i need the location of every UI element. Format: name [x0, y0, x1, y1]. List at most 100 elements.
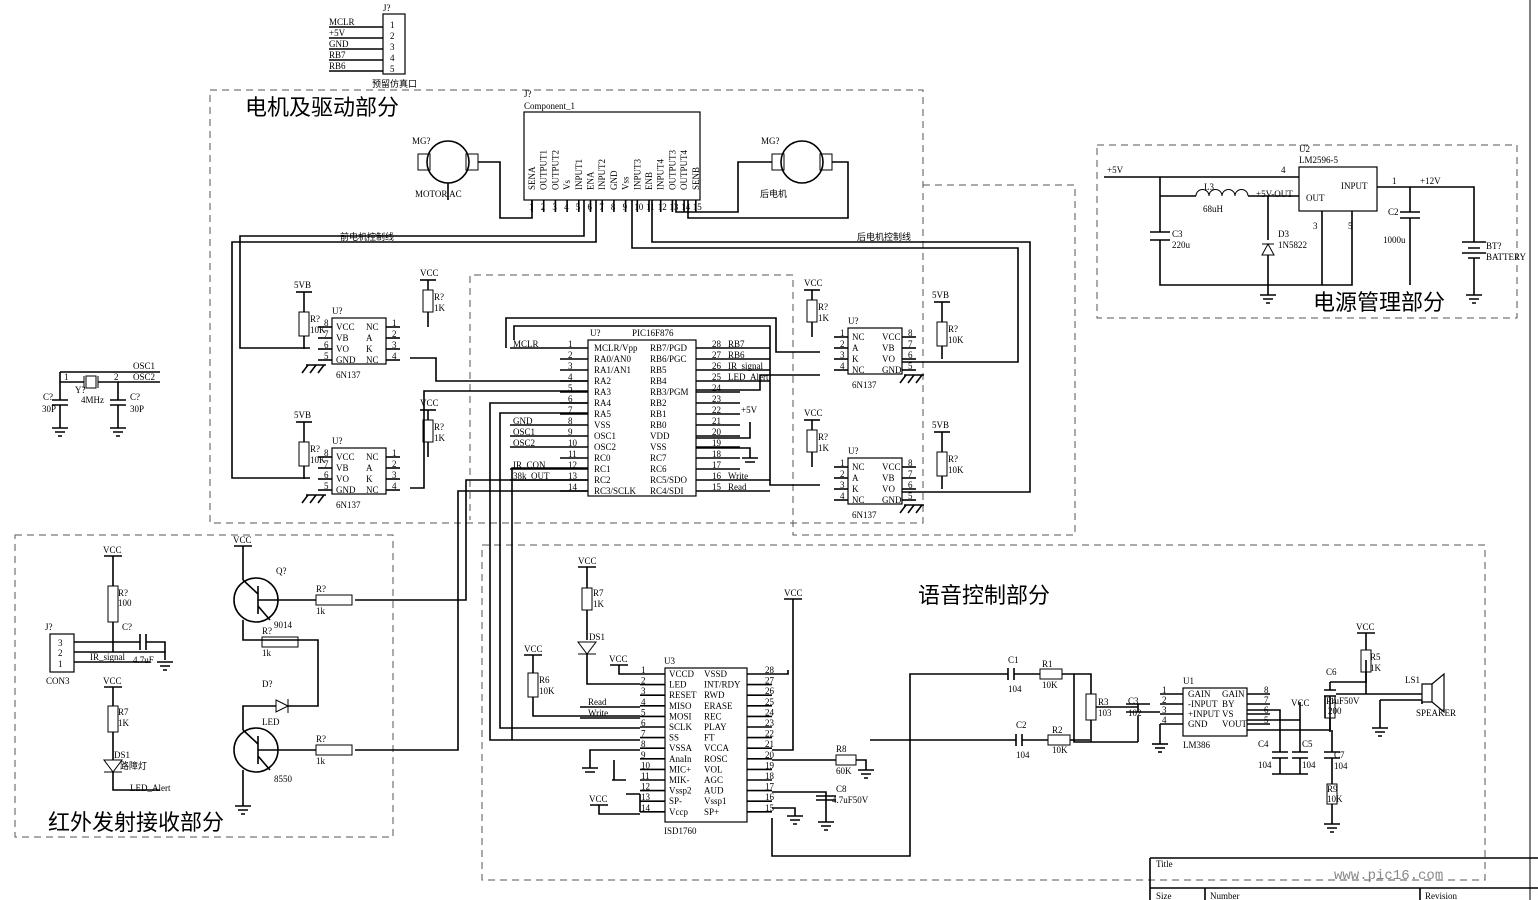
- voice-vcc4: VCC: [589, 794, 608, 804]
- opto-pin-l: VB: [336, 333, 349, 343]
- isd-num-r: 19: [765, 760, 775, 770]
- voice-c4-ref: C4: [1258, 739, 1269, 749]
- voice-ds1: DS1: [589, 632, 605, 642]
- voice-r3-val: 103: [1098, 708, 1112, 718]
- mcu-pin-l: OSC1: [594, 431, 616, 441]
- ir-vcc2: VCC: [103, 676, 122, 686]
- voice-c3-val: 102: [1128, 708, 1142, 718]
- ir-section: VCC R? 100 C? 4.7uF J? 3 2 1 CON3 IR_sig…: [45, 535, 353, 815]
- voice-r1-ref: R1: [1042, 659, 1053, 669]
- front-motor-ref: MG?: [412, 136, 431, 146]
- opto-pin-l: VCC: [336, 452, 355, 462]
- mcu-num-l: 2: [568, 350, 573, 360]
- mcu-pin-l: RA5: [594, 409, 612, 419]
- driver-pin-label: Vs: [562, 180, 572, 190]
- isd-pin-r: REC: [704, 711, 722, 721]
- title-block-revision: Revision: [1425, 891, 1458, 900]
- voice-section-border: [481, 544, 1486, 881]
- isd-pin-l: LED: [669, 680, 687, 690]
- mcu-pin-l: RA1/AN1: [594, 365, 631, 375]
- isd-num-l: 1: [641, 665, 646, 675]
- mcu-pin-r: RB7/PGD: [650, 343, 688, 353]
- power-c2-ref: C2: [1388, 207, 1399, 217]
- voice-r5-ref: R5: [1370, 652, 1381, 662]
- opto-num-l: 1: [840, 458, 845, 468]
- voice-ic-body: [664, 667, 748, 823]
- amp-pin-l: +INPUT: [1188, 709, 1220, 719]
- isd-pin-l: SS: [669, 733, 679, 743]
- power-c2-val: 1000u: [1383, 235, 1406, 245]
- title-block-size: Size: [1156, 891, 1172, 900]
- header-pin: 4: [390, 53, 395, 63]
- opto-r2-val: 1K: [434, 303, 446, 313]
- header-pin: 2: [390, 31, 395, 41]
- mcu-num-r: 16: [712, 471, 722, 481]
- isd-num-r: 22: [765, 729, 774, 739]
- driver-pin-label: ENA: [586, 171, 596, 190]
- isd-num-l: 13: [641, 792, 651, 802]
- opto-num-r: 5: [908, 491, 913, 501]
- isd-pin-l: MISO: [669, 701, 692, 711]
- mcu-pin-l: RA3: [594, 387, 612, 397]
- mcu-net-r: RB7: [728, 339, 745, 349]
- driver-name: Component_1: [524, 101, 575, 111]
- mcu-pin-r: RC6: [650, 464, 667, 474]
- rear-motor-label: 后电机: [760, 188, 787, 200]
- header-net: +5V: [329, 28, 346, 38]
- opto-num-l: 1: [840, 328, 845, 338]
- driver-pin-label: OUTPUT2: [550, 150, 560, 190]
- opto-num-l: 8: [324, 448, 329, 458]
- power-pin4: 4: [1281, 165, 1286, 175]
- opto-num-l: 4: [840, 361, 845, 371]
- driver-pin-label: INPUT4: [656, 159, 666, 190]
- opto-pin-r: VCC: [882, 462, 901, 472]
- isd-num-l: 4: [641, 697, 646, 707]
- ir-r7-val: 1K: [118, 718, 130, 728]
- amp-num-l: 2: [1162, 695, 1167, 705]
- power-out: +12V: [1420, 176, 1441, 186]
- voice-r4-ref: R4: [1326, 696, 1337, 706]
- isd-pin-r: INT/RDY: [704, 680, 741, 690]
- opto-pin-r: NC: [366, 485, 379, 495]
- mcu-num-r: 21: [712, 416, 721, 426]
- voice-vcc1: VCC: [578, 556, 597, 566]
- motor-section-border: [209, 89, 924, 524]
- opto-num-l: 6: [324, 470, 329, 480]
- isd-num-l: 8: [641, 739, 646, 749]
- opto-num-l: 8: [324, 318, 329, 328]
- power-ic-input: INPUT: [1341, 181, 1368, 191]
- opto-name: 6N137: [336, 500, 361, 510]
- mcu-num-r: 20: [712, 427, 722, 437]
- power-ic-ref: U2: [1299, 144, 1310, 154]
- opto-num-r: 1: [392, 448, 397, 458]
- mcu-pin-r: RB6/PGC: [650, 354, 687, 364]
- opto-num-r: 3: [392, 340, 397, 350]
- opto-r-val: 10K: [948, 465, 964, 475]
- voice-r2-ref: R2: [1052, 725, 1063, 735]
- ir-conn-p1: 1: [58, 659, 63, 669]
- osc-pin1: 1: [64, 372, 69, 382]
- power-5vout: +5V-OUT: [1256, 189, 1293, 199]
- mcu-net-r: Write: [728, 471, 748, 481]
- opto-num-r: 3: [392, 470, 397, 480]
- isd-pin-l: VSSA: [669, 743, 693, 753]
- motor-driver: J? Component_1 SENA1OUTPUT12OUTPUT23Vs4I…: [231, 89, 1031, 493]
- isd-num-l: 14: [641, 803, 651, 813]
- isd-num-r: 25: [765, 697, 775, 707]
- ir-vcc3: VCC: [233, 535, 252, 545]
- opto-pin-r: VCC: [882, 332, 901, 342]
- opto-vcc: VCC: [420, 398, 439, 408]
- opto-r-val: 10K: [310, 325, 326, 335]
- isd-pin-r: VOL: [704, 764, 723, 774]
- front-wire-label: 前电机控制线: [340, 231, 394, 243]
- header-pin: 3: [390, 42, 395, 52]
- opto-name: 6N137: [336, 370, 361, 380]
- driver-pin-num: 3: [552, 202, 557, 212]
- ir-ds1-net: LED_Alert: [130, 783, 171, 793]
- voice-c8-ref: C8: [836, 784, 847, 794]
- voice-r9-ref: R9: [1327, 784, 1338, 794]
- isd-pin-r: ERASE: [704, 701, 733, 711]
- mcu-num-l: 10: [568, 438, 578, 448]
- voice-r9-val: 10K: [1327, 794, 1343, 804]
